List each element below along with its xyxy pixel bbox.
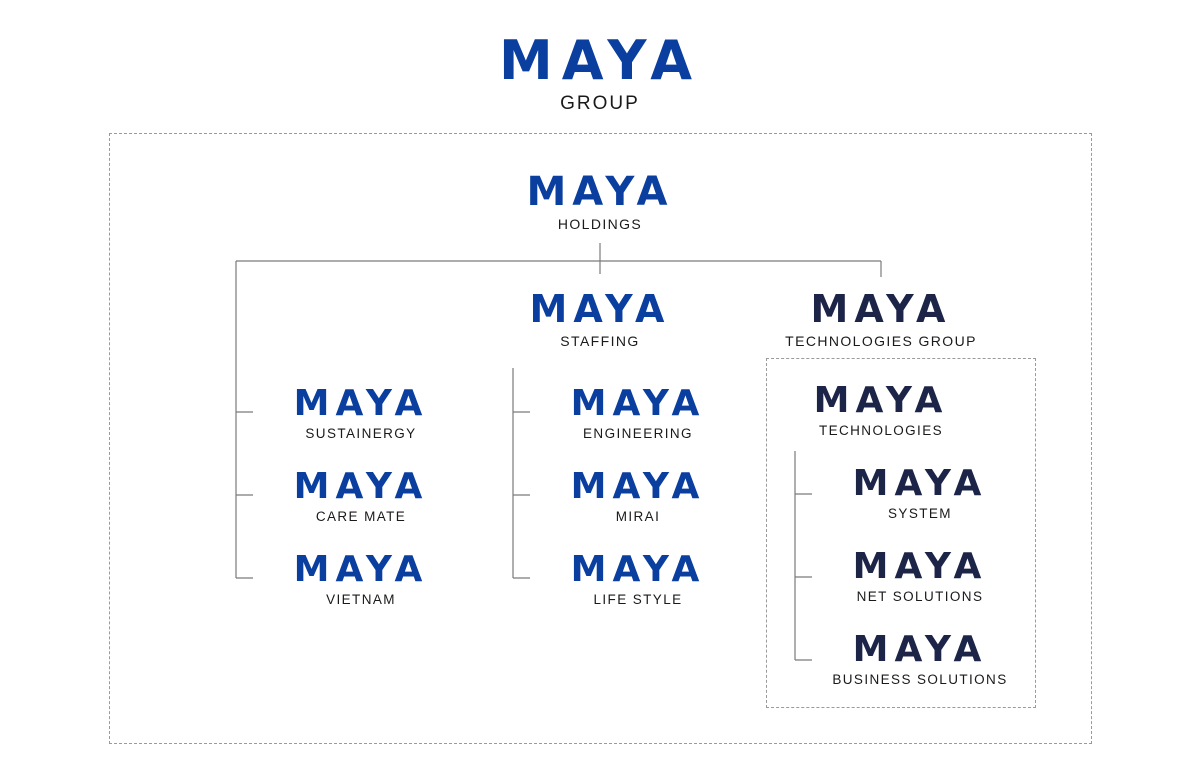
logo-wordmark: MAYA bbox=[293, 383, 429, 424]
logo-subtitle: BUSINESS SOLUTIONS bbox=[832, 672, 1008, 687]
logo-subtitle: CARE MATE bbox=[315, 509, 407, 524]
logo-maya-life-style: MAYA LIFE STYLE bbox=[518, 552, 758, 607]
logo-subtitle: GROUP bbox=[560, 93, 640, 114]
logo-subtitle: SYSTEM bbox=[888, 506, 952, 521]
logo-subtitle: STAFFING bbox=[560, 333, 640, 349]
logo-wordmark: MAYA bbox=[498, 29, 702, 92]
logo-wordmark: MAYA bbox=[526, 169, 674, 215]
group-boundary-box bbox=[109, 133, 1092, 744]
logo-wordmark: MAYA bbox=[852, 629, 988, 670]
logo-maya-vietnam: MAYA VIETNAM bbox=[241, 552, 481, 607]
logo-subtitle: TECHNOLOGIES bbox=[818, 423, 944, 438]
logo-maya-technologies-group: MAYA TECHNOLOGIES GROUP bbox=[741, 290, 1021, 348]
logo-subtitle: HOLDINGS bbox=[557, 216, 643, 232]
logo-wordmark: MAYA bbox=[810, 287, 952, 331]
logo-subtitle: ENGINEERING bbox=[583, 426, 693, 441]
logo-wordmark: MAYA bbox=[852, 463, 988, 504]
logo-maya-engineering: MAYA ENGINEERING bbox=[518, 386, 758, 441]
logo-wordmark: MAYA bbox=[293, 549, 429, 590]
logo-wordmark: MAYA bbox=[570, 549, 706, 590]
logo-maya-business-solutions: MAYA BUSINESS SOLUTIONS bbox=[800, 632, 1040, 687]
logo-subtitle: NET SOLUTIONS bbox=[856, 589, 984, 604]
logo-maya-mirai: MAYA MIRAI bbox=[518, 469, 758, 524]
logo-wordmark: MAYA bbox=[570, 383, 706, 424]
logo-subtitle: VIETNAM bbox=[326, 592, 396, 607]
logo-maya-holdings: MAYA HOLDINGS bbox=[450, 172, 750, 231]
logo-subtitle: MIRAI bbox=[615, 509, 661, 524]
logo-maya-net-solutions: MAYA NET SOLUTIONS bbox=[800, 549, 1040, 604]
logo-maya-group: MAYA GROUP bbox=[400, 29, 800, 114]
logo-maya-technologies: MAYA TECHNOLOGIES bbox=[761, 383, 1001, 438]
logo-wordmark: MAYA bbox=[813, 380, 949, 421]
logo-maya-system: MAYA SYSTEM bbox=[800, 466, 1040, 521]
logo-wordmark: MAYA bbox=[852, 546, 988, 587]
logo-wordmark: MAYA bbox=[570, 466, 706, 507]
logo-subtitle: LIFE STYLE bbox=[593, 592, 683, 607]
logo-subtitle: TECHNOLOGIES GROUP bbox=[785, 333, 977, 349]
logo-subtitle: SUSTAINERGY bbox=[305, 426, 417, 441]
logo-maya-staffing: MAYA STAFFING bbox=[460, 290, 740, 348]
logo-wordmark: MAYA bbox=[529, 287, 671, 331]
technologies-group-boundary-box bbox=[766, 358, 1036, 708]
logo-wordmark: MAYA bbox=[293, 466, 429, 507]
logo-maya-care-mate: MAYA CARE MATE bbox=[241, 469, 481, 524]
logo-maya-sustainergy: MAYA SUSTAINERGY bbox=[241, 386, 481, 441]
